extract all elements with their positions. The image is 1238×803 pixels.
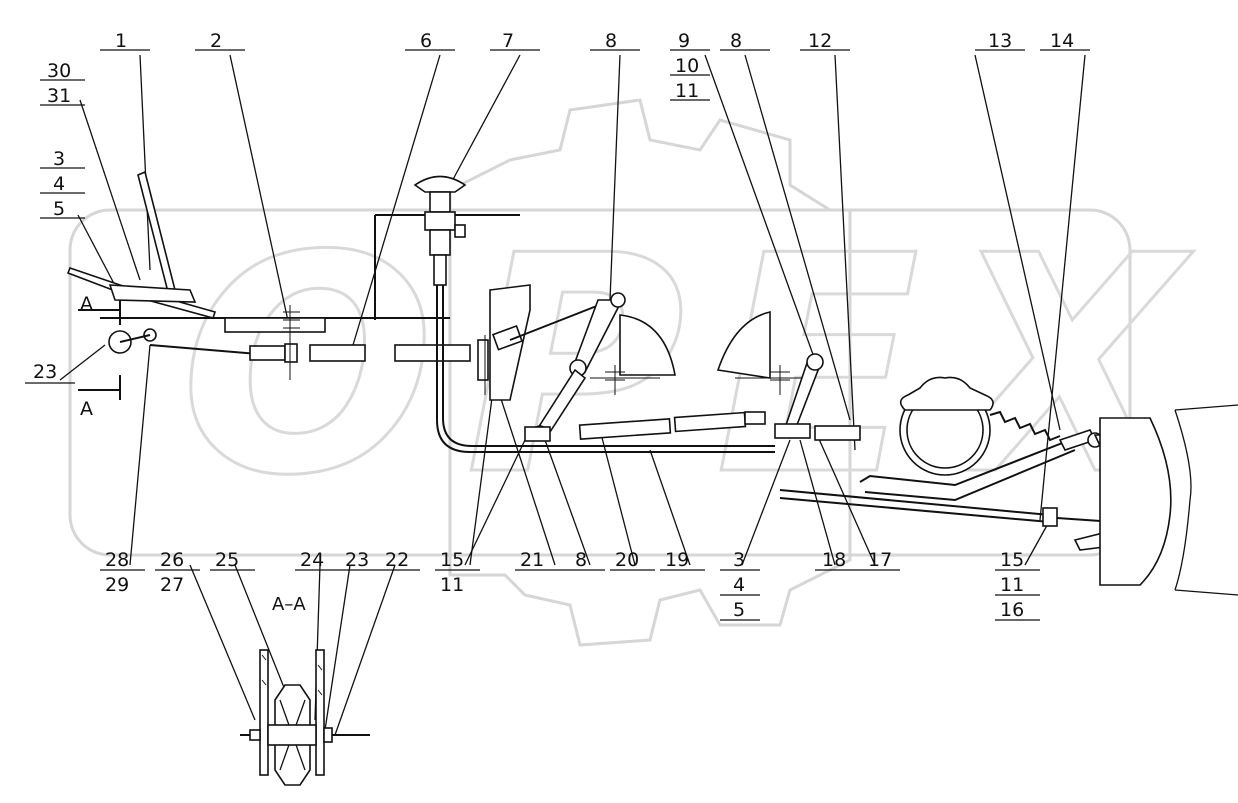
cut-mark-a-top: A xyxy=(80,398,93,420)
rod-assembly-6 xyxy=(149,305,471,380)
label-9: 9 xyxy=(678,30,690,52)
label-22: 22 xyxy=(385,549,409,571)
label-11b: 11 xyxy=(440,574,464,596)
label-13: 13 xyxy=(988,30,1012,52)
label-2: 2 xyxy=(210,30,222,52)
label-3b: 3 xyxy=(733,549,745,571)
label-29: 29 xyxy=(105,574,129,596)
section-title: A–A xyxy=(272,594,306,615)
section-a-a: A–A xyxy=(240,594,370,786)
label-25: 25 xyxy=(215,549,239,571)
label-5a: 5 xyxy=(53,198,65,220)
label-18: 18 xyxy=(822,549,846,571)
label-30: 30 xyxy=(47,60,71,82)
leader-lines xyxy=(59,54,1086,736)
label-20: 20 xyxy=(615,549,639,571)
label-8a: 8 xyxy=(605,30,617,52)
label-21: 21 xyxy=(520,549,544,571)
label-19: 19 xyxy=(665,549,689,571)
label-10: 10 xyxy=(675,55,699,77)
label-16: 16 xyxy=(1000,599,1024,621)
hand-knob-7 xyxy=(413,175,775,453)
label-7: 7 xyxy=(502,30,514,52)
label-27: 27 xyxy=(160,574,184,596)
label-4b: 4 xyxy=(733,574,745,596)
part-labels: 1 2 6 7 8 9 10 11 8 12 13 14 30 31 3 4 5 xyxy=(25,30,1090,621)
wheel-hub xyxy=(1099,404,1238,596)
label-26: 26 xyxy=(160,549,184,571)
label-11a: 11 xyxy=(675,80,699,102)
watermark-gear-logo: OPEX xyxy=(68,98,1211,647)
label-11c: 11 xyxy=(1000,574,1024,596)
watermark-text: OPEX xyxy=(180,192,1211,541)
label-17: 17 xyxy=(868,549,892,571)
label-24: 24 xyxy=(300,549,324,571)
label-14: 14 xyxy=(1050,30,1074,52)
label-1: 1 xyxy=(115,30,127,52)
label-3a: 3 xyxy=(53,148,65,170)
label-8c: 8 xyxy=(575,549,587,571)
label-23b: 23 xyxy=(345,549,369,571)
label-6: 6 xyxy=(420,30,432,52)
label-28: 28 xyxy=(105,549,129,571)
label-12: 12 xyxy=(808,30,832,52)
label-15a: 15 xyxy=(440,549,464,571)
label-4a: 4 xyxy=(53,173,65,195)
label-8b: 8 xyxy=(730,30,742,52)
lever-8-left xyxy=(509,292,676,441)
label-5b: 5 xyxy=(733,599,745,621)
bracket-15 xyxy=(477,284,531,401)
label-31: 31 xyxy=(47,85,71,107)
label-23a: 23 xyxy=(33,361,57,383)
label-15b: 15 xyxy=(1000,549,1024,571)
cut-mark-a-bottom: A xyxy=(80,293,93,315)
lever-8-right xyxy=(716,310,861,441)
rod-20 xyxy=(524,411,766,442)
